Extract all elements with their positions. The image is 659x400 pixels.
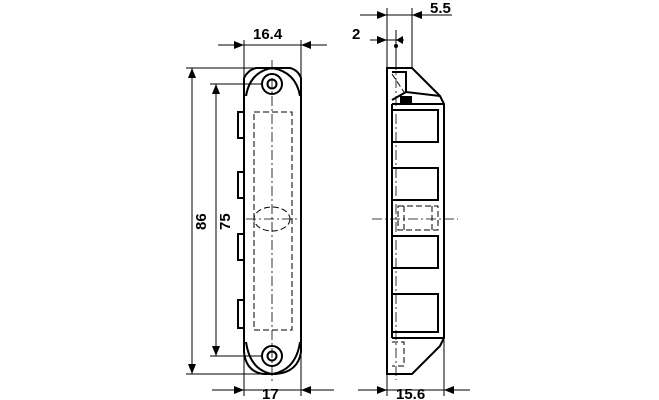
side-bottom-profile	[392, 341, 405, 367]
dim-front-bottom: 17	[212, 350, 334, 400]
dim-label-86: 86	[193, 213, 210, 230]
side-tab-3	[237, 233, 245, 261]
side-tab-1	[237, 111, 245, 139]
dim-side-depth: 15.6	[358, 340, 470, 400]
front-inner-dashed	[253, 111, 293, 331]
dim-label-15-6: 15.6	[396, 386, 425, 400]
pocket-4	[391, 293, 439, 333]
dim-side-top: 5.5	[360, 0, 452, 68]
dim-label-17: 17	[262, 386, 279, 400]
side-screw-section	[397, 205, 439, 231]
dim-label-16-4: 16.4	[253, 26, 283, 43]
dim-overall-height: 86	[186, 67, 272, 375]
side-view	[372, 60, 458, 380]
dim-hole-spacing: 75	[210, 83, 262, 357]
front-top-lug	[245, 66, 301, 97]
side-tab-2	[237, 171, 245, 199]
side-top-clip	[400, 96, 412, 104]
dim-label-5-5: 5.5	[430, 0, 451, 17]
pocket-3	[391, 235, 439, 269]
front-view	[237, 60, 302, 382]
pocket-1	[391, 109, 439, 143]
side-body-outline	[386, 67, 445, 375]
dim-label-75: 75	[217, 213, 234, 230]
dim-label-2: 2	[352, 26, 360, 43]
dim-side-offset: 2	[352, 26, 404, 68]
pocket-2	[391, 167, 439, 201]
side-tab-4	[237, 299, 245, 329]
side-top-profile	[391, 71, 407, 101]
dim-front-top: 16.4	[218, 26, 327, 96]
